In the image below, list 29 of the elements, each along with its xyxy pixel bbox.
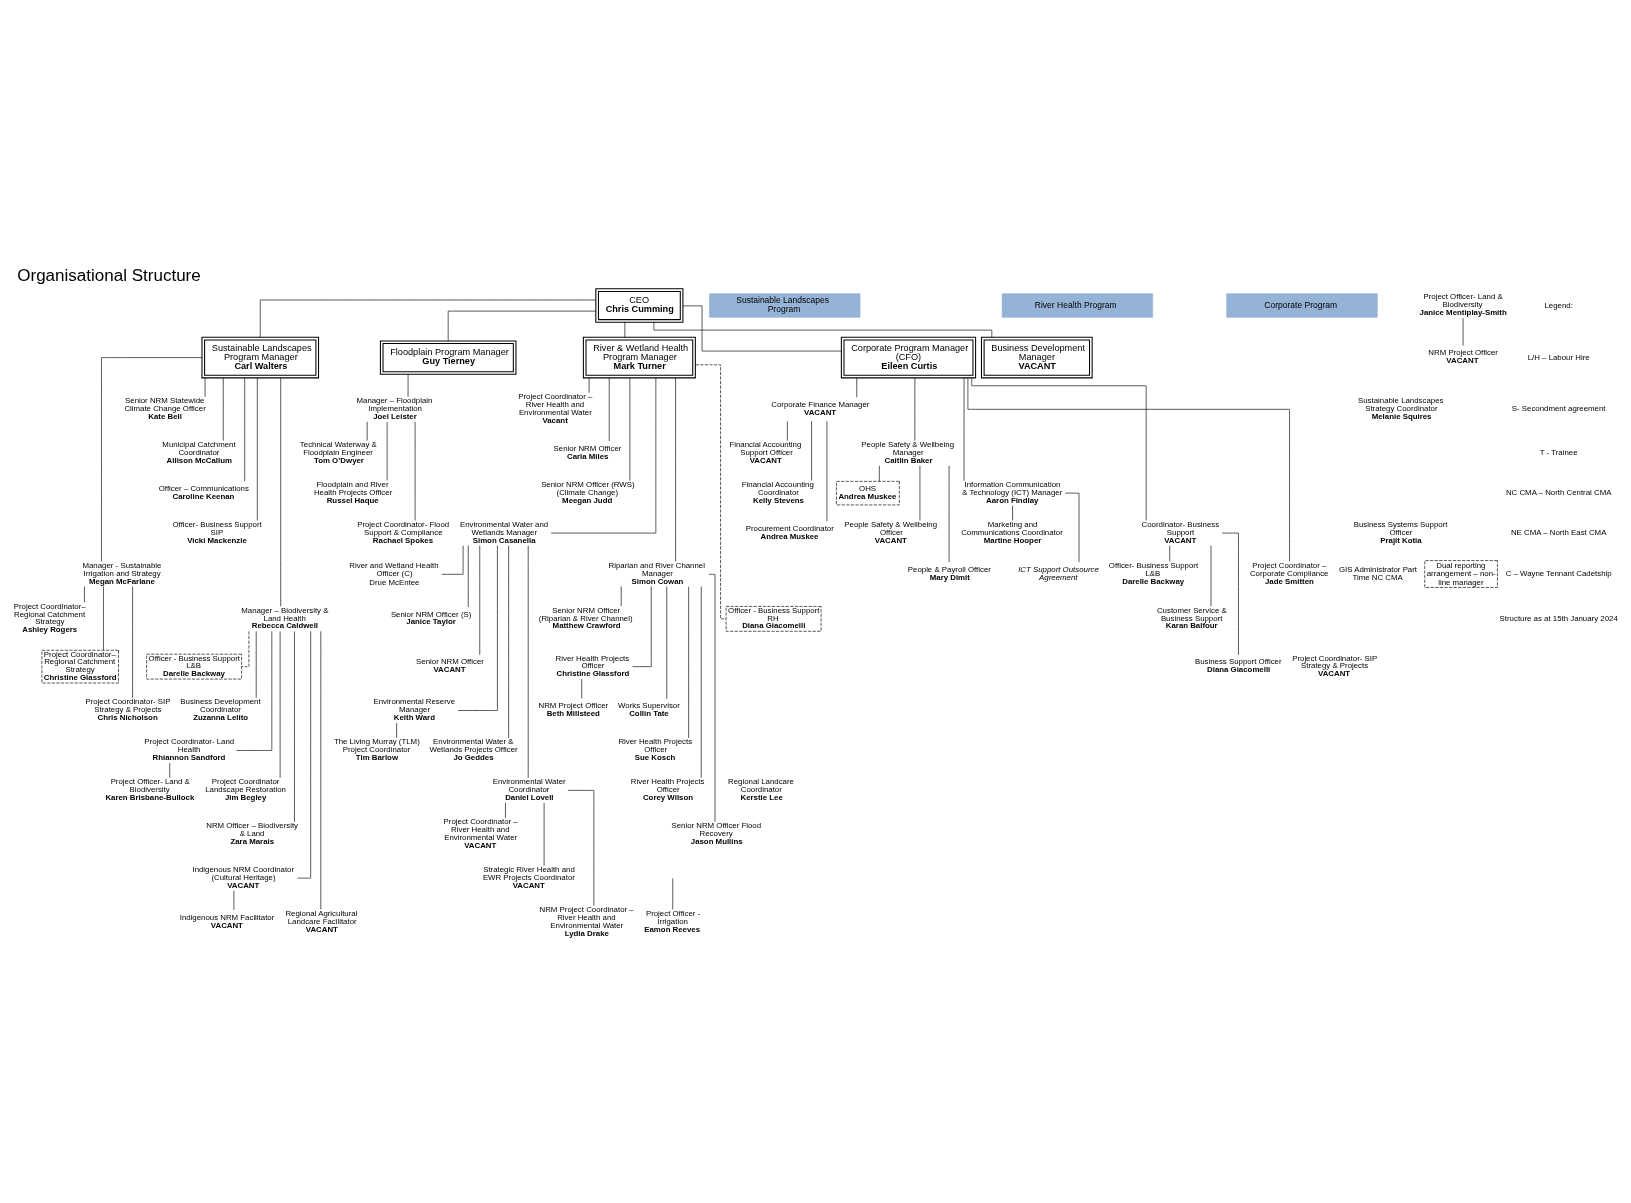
connector — [967, 377, 1290, 562]
connector — [222, 377, 224, 441]
connector — [241, 631, 250, 667]
connector — [407, 374, 409, 397]
connector — [629, 377, 631, 481]
node-box: Sustainable Landscapes Program — [709, 293, 861, 318]
connector — [971, 377, 1147, 521]
connector — [588, 377, 590, 393]
connector — [103, 586, 104, 651]
connector — [447, 310, 597, 342]
node-box: Corporate Program — [1226, 293, 1378, 318]
connector — [259, 299, 596, 338]
connector — [856, 377, 858, 398]
connector — [244, 377, 246, 482]
diagram-title: Organisational Structure — [17, 265, 201, 285]
connector — [280, 377, 282, 607]
connector — [914, 377, 916, 441]
connector — [963, 377, 965, 481]
node-box: River Health Program — [1001, 293, 1154, 318]
connector — [675, 377, 676, 562]
connector — [257, 377, 258, 521]
connector — [608, 377, 610, 442]
connector — [682, 305, 842, 352]
connector — [550, 377, 657, 534]
connector — [653, 322, 993, 338]
connector — [204, 377, 206, 398]
connector — [624, 321, 626, 338]
connector — [101, 357, 203, 562]
connector — [695, 364, 727, 620]
